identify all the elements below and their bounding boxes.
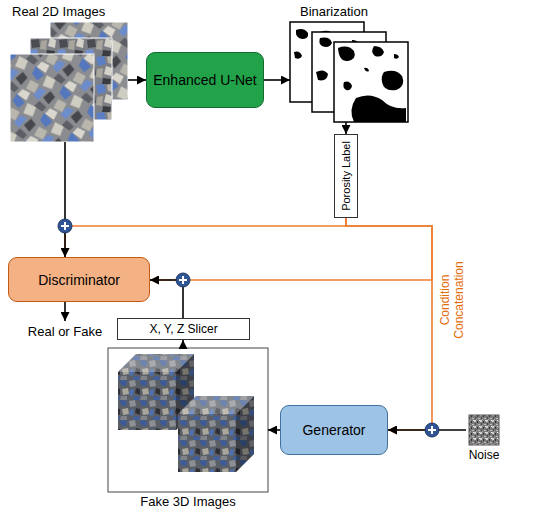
condition-arrow xyxy=(346,218,432,430)
cube-2 xyxy=(178,396,254,472)
image-heading: Fake 3D Images xyxy=(140,494,235,510)
concat-operator xyxy=(58,219,72,233)
box-label: Generator xyxy=(302,422,365,438)
noise-image xyxy=(469,415,499,445)
flow-arrow xyxy=(128,79,146,81)
process-box: X, Y, Z Slicer xyxy=(117,318,250,340)
binary-image-stack xyxy=(290,22,408,122)
output-label-text: Real or Fake xyxy=(20,324,110,339)
box-label: Discriminator xyxy=(38,272,120,288)
fake-volume-frame xyxy=(108,348,268,492)
label-box: Porosity Label xyxy=(334,134,358,218)
flow-arrow xyxy=(150,280,183,318)
image-heading: Noise xyxy=(469,448,500,463)
image-group: Fake 3D Images xyxy=(108,348,268,510)
flow-arrow xyxy=(345,122,347,134)
process-box: Generator xyxy=(280,405,388,455)
image-heading: Real 2D Images xyxy=(12,4,128,20)
image-group: Real 2D Images xyxy=(10,4,128,142)
real-image-stack xyxy=(10,22,128,142)
flow-arrow xyxy=(268,429,280,431)
flow-arrow xyxy=(182,340,184,348)
box-label: X, Y, Z Slicer xyxy=(149,322,217,336)
flow-arrow xyxy=(64,142,66,257)
condition-arrow xyxy=(65,218,346,257)
output-label: Real or Fake xyxy=(20,324,110,339)
image-heading: Binarization xyxy=(300,4,412,20)
flow-arrow xyxy=(264,79,290,81)
condition-label: Condition Concatenation xyxy=(438,254,466,346)
image-group: Noise xyxy=(466,415,502,463)
output-arrow xyxy=(64,302,66,321)
box-label: Porosity Label xyxy=(339,141,353,211)
process-box: Enhanced U-Net xyxy=(146,52,264,108)
condition-arrow xyxy=(150,218,432,280)
concat-operator xyxy=(176,273,190,287)
concat-operator xyxy=(425,423,439,437)
box-label: Enhanced U-Net xyxy=(153,72,257,88)
process-box: Discriminator xyxy=(8,257,150,302)
condition-label-text: Condition Concatenation xyxy=(438,254,466,346)
image-group: Binarization xyxy=(290,4,412,122)
